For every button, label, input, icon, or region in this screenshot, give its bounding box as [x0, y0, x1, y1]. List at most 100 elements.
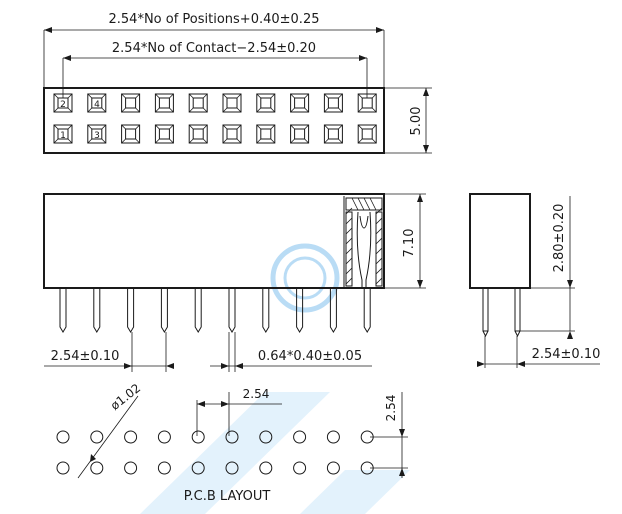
contact-bevel: [290, 93, 309, 113]
contact-cell: [188, 124, 208, 144]
side-row-pitch-label: 2.54±0.10: [532, 347, 601, 362]
contact-outer: [188, 93, 208, 113]
contact-cell: [87, 124, 107, 144]
contact-cell: [154, 93, 174, 113]
contact-inner: [260, 128, 272, 140]
pin-number-4: 4: [94, 100, 100, 110]
contact-inner: [361, 128, 373, 140]
pcb-hole: [124, 430, 138, 444]
contact-cell: [53, 124, 73, 144]
contact-bevel: [188, 93, 208, 113]
contact-cell: [154, 124, 174, 144]
contact-inner: [192, 128, 204, 140]
contact-bevel: [256, 93, 276, 113]
front-view: 7.10 2.54±0.10 0.64*0.40±0.05: [43, 193, 426, 372]
contact-bevel: [155, 93, 174, 113]
contact-bevel: [121, 124, 140, 144]
contact-bevel: [53, 93, 73, 113]
pcb-hole: [90, 430, 104, 444]
contact-cell: [121, 124, 141, 144]
contact-bevel: [188, 124, 208, 144]
pin: [228, 288, 236, 333]
pcb-hole: [157, 430, 171, 444]
pcb-hole: [293, 461, 307, 475]
contact-inner: [57, 128, 69, 140]
contact-inner: [192, 97, 204, 109]
pcb-hole: [259, 430, 273, 444]
contact-outer: [53, 93, 73, 113]
contact-bevel: [121, 93, 140, 113]
pcb-hole: [326, 430, 340, 444]
contact-section: [343, 196, 385, 288]
pcb-layout-title: P.C.B LAYOUT: [184, 489, 271, 504]
contact-inner: [327, 128, 339, 140]
contact-inner: [226, 97, 238, 109]
contact-inner: [125, 128, 137, 140]
side-view: 2.80±0.20 2.54±0.10: [469, 193, 601, 368]
contact-outer: [323, 93, 343, 113]
contact-grid: [53, 93, 377, 144]
contact-outer: [290, 93, 310, 113]
contact-bevel: [222, 124, 242, 144]
pin: [363, 288, 371, 333]
contact-outer: [87, 124, 107, 144]
hole-diameter-label: ø1.02: [108, 381, 143, 413]
contact-inner: [260, 97, 272, 109]
pcb-hole: [293, 430, 307, 444]
contact-outer: [256, 93, 276, 113]
contact-cell: [121, 93, 141, 113]
contact-outer: [154, 93, 174, 113]
contact-cell: [357, 93, 377, 113]
contact-cell: [357, 124, 377, 144]
pin: [329, 288, 337, 333]
pin: [262, 288, 270, 333]
contact-outer: [154, 124, 174, 144]
contact-inner: [158, 128, 170, 140]
contact-cell: [323, 124, 343, 144]
contact-inner: [226, 128, 238, 140]
pcb-hole: [326, 461, 340, 475]
contact-bevel: [53, 124, 73, 144]
pcb-hole: [191, 461, 205, 475]
contact-outer: [256, 124, 276, 144]
contact-cell: [323, 93, 343, 113]
pcb-hole: [124, 461, 138, 475]
pin: [296, 288, 304, 333]
contact-cell: [222, 124, 242, 144]
front-pitch-label: 2.54±0.10: [51, 349, 120, 364]
contact-inner: [125, 97, 137, 109]
pin-number-2: 2: [60, 100, 66, 110]
contact-outer: [222, 93, 242, 113]
contact-outer: [121, 93, 141, 113]
pin: [59, 288, 67, 333]
contact-inner: [294, 128, 306, 140]
pin: [93, 288, 101, 333]
contact-inner: [91, 97, 103, 109]
contact-inner: [327, 97, 339, 109]
body-height-label: 7.10: [402, 229, 417, 258]
contact-bevel: [222, 93, 242, 113]
contact-cell: [256, 124, 276, 144]
contact-bevel: [324, 124, 343, 144]
top-view: 2.54*No of Positions+0.40±0.25 2.54*No o…: [43, 12, 432, 154]
pcb-hole: [157, 461, 171, 475]
pcb-hole: [225, 461, 239, 475]
contact-cell: [222, 93, 242, 113]
pin: [160, 288, 168, 333]
watermark-logo: [140, 243, 410, 514]
contact-bevel: [357, 124, 377, 144]
contact-inner: [294, 97, 306, 109]
overall-length-label: 2.54*No of Positions+0.40±0.25: [109, 12, 320, 27]
contact-outer: [357, 124, 377, 144]
contact-outer: [53, 124, 73, 144]
contact-bevel: [290, 124, 309, 144]
contact-cell: [290, 124, 310, 144]
contact-inner: [361, 97, 373, 109]
contact-cell: [53, 93, 73, 113]
contact-bevel: [324, 93, 343, 113]
front-pins: [59, 288, 371, 333]
pcb-holes: [56, 430, 374, 475]
contact-outer: [87, 93, 107, 113]
contact-outer: [323, 124, 343, 144]
pcb-hole: [225, 430, 239, 444]
